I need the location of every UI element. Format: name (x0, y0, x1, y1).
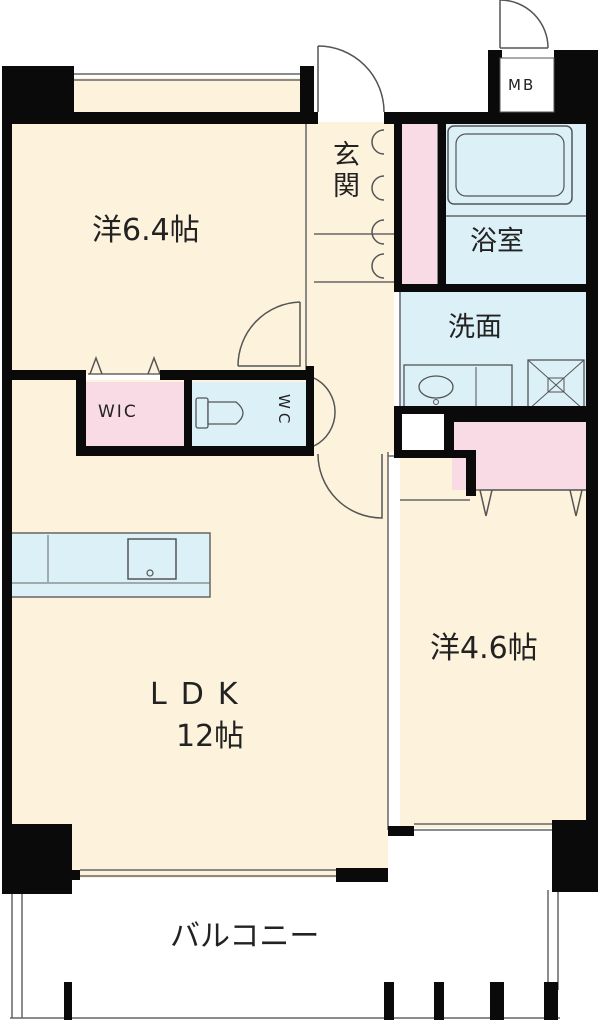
room-label-entrance: 玄関 (328, 140, 359, 202)
mb-box (499, 57, 555, 113)
western-b-floor (400, 456, 588, 828)
walls (2, 50, 598, 1020)
ldk-floor (10, 380, 388, 878)
room-label-wc: WC (275, 394, 293, 428)
room-western-a-floor (10, 122, 306, 374)
room-label-mb: MB (508, 76, 536, 94)
kitchen-counter (9, 532, 211, 598)
room-label-bath: 浴室 (470, 226, 524, 257)
toilet-icon (195, 397, 244, 429)
entrance-floor (314, 122, 398, 282)
wic-floor (86, 382, 186, 446)
washer-pan-icon (527, 359, 585, 411)
room-label-western-b: 洋4.6帖 (430, 631, 538, 666)
bathtub-icon (447, 125, 573, 205)
door-swings (89, 0, 583, 519)
sink-icon (127, 538, 177, 580)
shoe-storage (398, 124, 438, 284)
room-label-wic: WIC (98, 402, 138, 422)
room-label-balcony: バルコニー (170, 919, 320, 954)
room-label-ldk: LDK (150, 677, 252, 712)
washbasin-icon (403, 364, 513, 410)
room-label-washroom: 洗面 (448, 312, 502, 343)
room-label-western-a: 洋6.4帖 (92, 213, 200, 248)
room-label-ldk-size: 12帖 (176, 719, 245, 754)
